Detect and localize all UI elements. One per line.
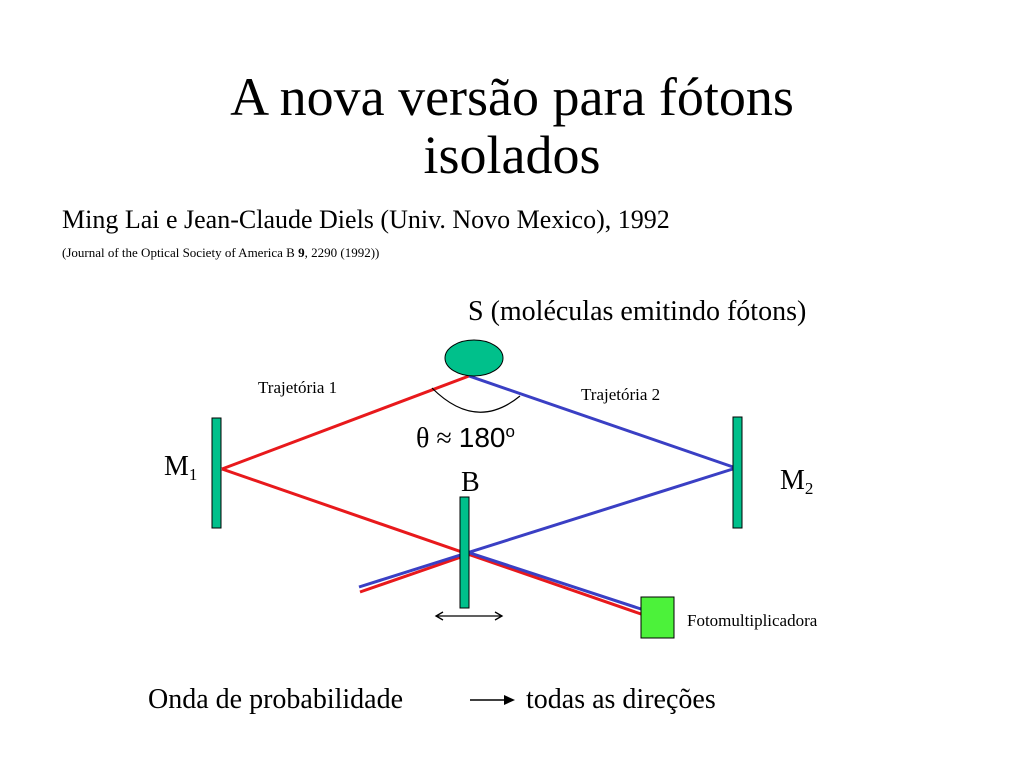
slide-title: A nova versão para fótons isolados [0, 68, 1024, 184]
path-1 [221, 374, 642, 616]
path-1-source-to-m1 [221, 374, 470, 471]
footer-arrow [470, 695, 515, 705]
detector-label: Fotomultiplicadora [687, 611, 818, 630]
mirror-1-subscript: 1 [188, 465, 198, 484]
path-2-transmitted-output [463, 549, 642, 611]
mirror-2 [732, 416, 743, 529]
angle-unit: o [505, 422, 515, 441]
path-2-label: Trajetória 2 [581, 385, 661, 404]
path-2-m2-to-output [358, 466, 737, 589]
probability-wave-text: Onda de probabilidade [148, 684, 404, 715]
photon-source [444, 339, 504, 377]
reference-suffix: , 2290 (1992)) [304, 245, 380, 260]
path-1-label: Trajetória 1 [258, 378, 338, 397]
source-label: S (moléculas emitindo fótons) [468, 296, 807, 327]
mirror-2-label: M2 [780, 465, 813, 499]
all-directions-text: todas as direções [526, 684, 716, 715]
photomultiplier-detector [640, 596, 675, 639]
path-1-reflected-output [359, 554, 465, 594]
angle-value: 180 [458, 422, 506, 453]
title-line-2: isolados [423, 125, 601, 185]
reference-volume: 9 [298, 245, 305, 260]
mirror-2-subscript: 2 [804, 479, 814, 498]
title-line-1: A nova versão para fótons [230, 67, 794, 127]
angle-symbol: θ ≈ [416, 423, 459, 454]
mirror-2-letter: M [780, 465, 805, 496]
mirror-1-letter: M [164, 451, 189, 482]
reference-prefix: (Journal of the Optical Society of Ameri… [62, 245, 299, 260]
mirror-1-label: M1 [164, 451, 197, 485]
angle-label: θ ≈ 180o [416, 422, 515, 455]
citation: Ming Lai e Jean-Claude Diels (Univ. Novo… [62, 205, 670, 234]
beam-splitter [459, 496, 470, 609]
angle-arc [431, 387, 521, 413]
path-2 [358, 374, 737, 611]
path-1-m1-to-detector [221, 467, 642, 616]
beam-splitter-label: B [461, 467, 480, 498]
mirror-1 [211, 417, 222, 529]
path-2-source-to-m2 [468, 374, 737, 470]
journal-reference: (Journal of the Optical Society of Ameri… [62, 245, 379, 261]
splitter-movement-arrow [434, 611, 504, 621]
